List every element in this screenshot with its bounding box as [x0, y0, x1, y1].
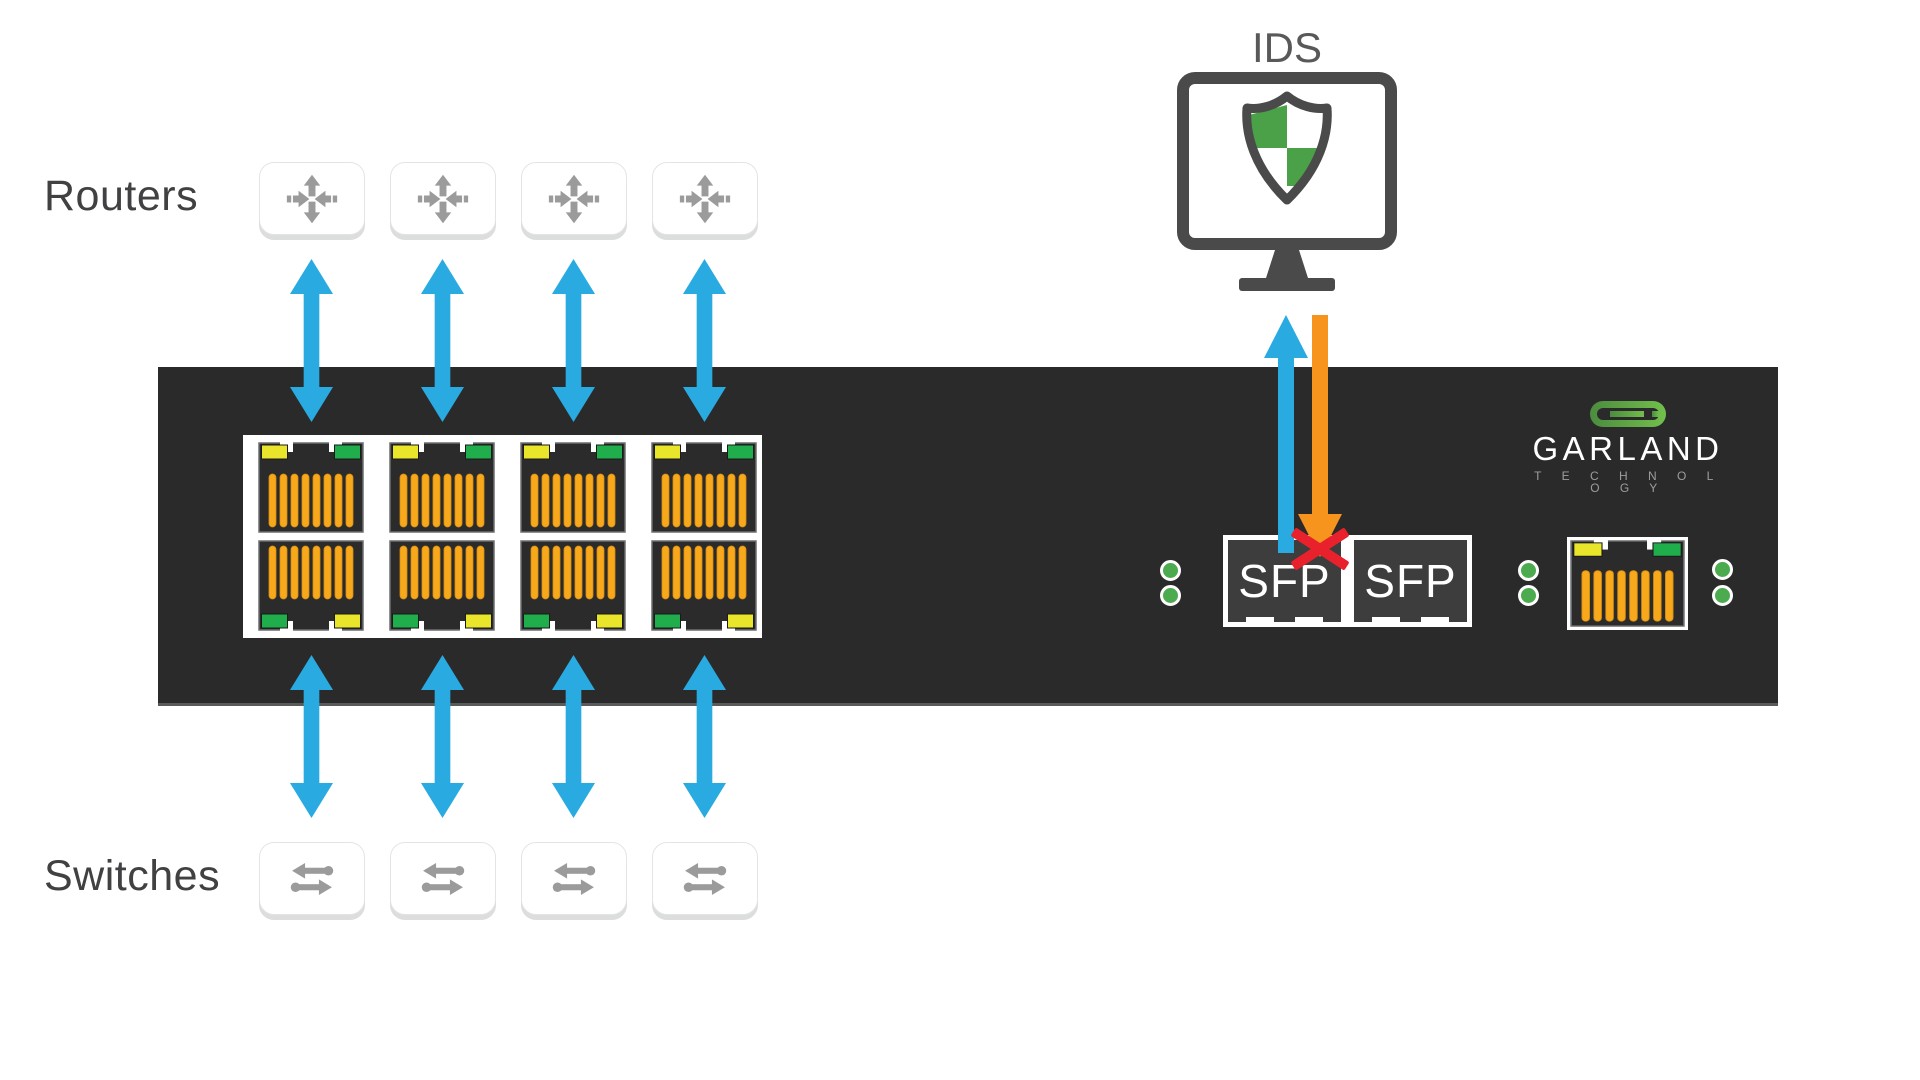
ids-label: IDS — [1251, 24, 1322, 71]
switch-icon — [652, 842, 758, 915]
led-indicator — [1712, 585, 1733, 606]
router-arrows-icon — [417, 173, 469, 225]
rj45-port — [258, 540, 364, 631]
switch-link-arrow — [420, 655, 465, 818]
routers-label: Routers — [44, 172, 199, 220]
rj45-port — [651, 540, 757, 631]
router-icon — [259, 162, 365, 235]
sfp-latch-tab — [1421, 617, 1449, 622]
sfp-latch-tab — [1372, 617, 1400, 622]
router-link-arrow — [682, 259, 727, 422]
sfp-port-right: SFP — [1354, 540, 1467, 622]
switch-arrows-icon — [417, 853, 469, 905]
rj45-port — [389, 540, 495, 631]
sfp-left-label: SFP — [1238, 555, 1331, 607]
switch-link-arrow — [551, 655, 596, 818]
router-arrows-icon — [286, 173, 338, 225]
sfp-right-label: SFP — [1364, 555, 1457, 607]
router-link-arrow — [420, 259, 465, 422]
ids-to-tap-arrow — [1298, 315, 1342, 557]
led-indicator — [1160, 560, 1181, 581]
switch-arrows-icon — [679, 853, 731, 905]
rj45-port — [258, 442, 364, 533]
router-icon — [652, 162, 758, 235]
switches-label: Switches — [44, 852, 221, 900]
router-icon — [521, 162, 627, 235]
rj45-port — [389, 442, 495, 533]
switch-arrows-icon — [286, 853, 338, 905]
ids-monitor-icon — [1177, 72, 1397, 291]
router-icon — [390, 162, 496, 235]
router-link-arrow — [551, 259, 596, 422]
switch-link-arrow — [289, 655, 334, 818]
led-indicator — [1518, 585, 1539, 606]
sfp-latch-tab — [1246, 617, 1274, 622]
rj45-port — [1570, 540, 1685, 627]
rj45-port — [520, 540, 626, 631]
switch-icon — [259, 842, 365, 915]
led-indicator — [1518, 560, 1539, 581]
sfp-latch-tab — [1295, 617, 1323, 622]
rj45-port — [520, 442, 626, 533]
garland-tagline-text: T E C H N O L O G Y — [1534, 469, 1722, 495]
rj45-port — [651, 442, 757, 533]
router-link-arrow — [289, 259, 334, 422]
led-indicator — [1712, 559, 1733, 580]
rj45-monitor-port — [1567, 537, 1688, 630]
switch-link-arrow — [682, 655, 727, 818]
router-arrows-icon — [679, 173, 731, 225]
garland-logo: GARLAND T E C H N O L O G Y — [1522, 401, 1734, 494]
garland-logo-mark-icon — [1590, 401, 1666, 427]
router-arrows-icon — [548, 173, 600, 225]
rj45-port-bank — [243, 435, 762, 638]
switch-arrows-icon — [548, 853, 600, 905]
garland-brand-text: GARLAND — [1532, 430, 1724, 467]
tap-to-ids-arrow — [1264, 315, 1308, 553]
led-indicator — [1160, 585, 1181, 606]
sfp-cage: SFP SFP — [1223, 535, 1472, 627]
switch-icon — [521, 842, 627, 915]
switch-icon — [390, 842, 496, 915]
